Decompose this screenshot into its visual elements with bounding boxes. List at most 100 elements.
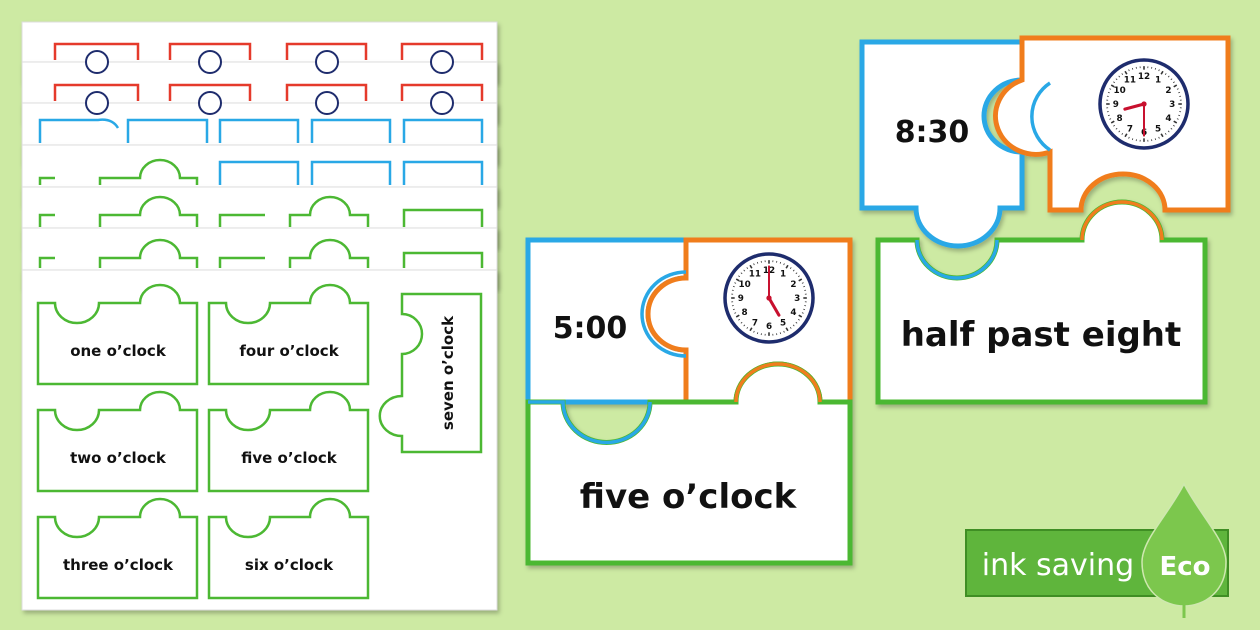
time-label-five: 5:00 bbox=[553, 311, 628, 346]
clock-tick bbox=[753, 330, 755, 333]
clock-numeral: 10 bbox=[1113, 86, 1125, 96]
time-piece-blue-2 bbox=[859, 39, 1025, 249]
clock-numeral: 7 bbox=[752, 318, 758, 328]
clock-tick bbox=[789, 326, 792, 329]
clock-tick bbox=[1131, 138, 1134, 141]
clock-tick bbox=[798, 278, 803, 282]
clock-face-eight-thirty: 121234567891011 bbox=[1098, 58, 1190, 150]
clock-center bbox=[766, 295, 772, 301]
puzzle-five-oclock-inner bbox=[528, 270, 822, 445]
clock-tick bbox=[1110, 84, 1115, 88]
sheet-peek-mini-clocks bbox=[85, 50, 454, 115]
clock-tick bbox=[1167, 75, 1170, 78]
clock-tick bbox=[740, 321, 743, 324]
clock-tick bbox=[749, 264, 753, 269]
sheet-peek-green-rows bbox=[38, 158, 484, 268]
clock-tick bbox=[749, 327, 753, 332]
clock-tick bbox=[795, 321, 798, 324]
clock-tick bbox=[779, 261, 782, 264]
clock-tick bbox=[1115, 127, 1118, 130]
clock-tick bbox=[1172, 81, 1175, 84]
clock-tick bbox=[732, 308, 735, 311]
clock-tick bbox=[1176, 118, 1179, 120]
clock-tick bbox=[1110, 120, 1115, 124]
clock-tick bbox=[783, 263, 785, 266]
clock-numeral: 2 bbox=[1165, 86, 1171, 96]
clock-numeral: 1 bbox=[1155, 76, 1161, 86]
clock-numeral: 8 bbox=[1117, 114, 1123, 124]
clock-numeral: 3 bbox=[1169, 100, 1175, 110]
clock-tick bbox=[1128, 69, 1130, 72]
clock-tick bbox=[1158, 136, 1160, 139]
sheet-word-pieces bbox=[36, 283, 483, 600]
clock-numeral: 9 bbox=[738, 294, 744, 304]
clock-tick bbox=[1113, 124, 1116, 127]
hour-hand bbox=[1123, 102, 1146, 111]
clock-tick bbox=[1170, 78, 1173, 81]
word-label-half-past-eight: half past eight bbox=[901, 315, 1182, 355]
clock-tick bbox=[1178, 114, 1181, 117]
clock-tick bbox=[785, 327, 789, 332]
clock-tick bbox=[746, 267, 749, 270]
sheet-label-seven-oclock: seven o’clock bbox=[439, 315, 457, 430]
clock-face-five: 121234567891011 bbox=[723, 252, 815, 344]
clock-tick bbox=[1118, 130, 1121, 133]
clock-tick bbox=[1113, 81, 1116, 84]
clock-tick bbox=[792, 324, 795, 327]
clock-numeral: 5 bbox=[780, 318, 786, 328]
clock-numeral: 5 bbox=[1155, 124, 1161, 134]
clock-tick bbox=[738, 275, 741, 278]
clock-tick bbox=[803, 285, 806, 288]
clock-tick bbox=[779, 332, 782, 335]
sheet-label-two-oclock: two o’clock bbox=[70, 449, 167, 467]
sheet-label-one-oclock: one o’clock bbox=[70, 342, 167, 360]
clock-tick bbox=[1124, 133, 1128, 138]
clock-numeral: 9 bbox=[1113, 100, 1119, 110]
clock-tick bbox=[740, 272, 743, 275]
clock-tick bbox=[753, 263, 755, 266]
clock-tick bbox=[1107, 114, 1110, 117]
clock-tick bbox=[1170, 127, 1173, 130]
ink-saving-label: ink saving bbox=[982, 548, 1134, 583]
clock-tick bbox=[1115, 78, 1118, 81]
sheet-label-four-oclock: four o’clock bbox=[239, 342, 339, 360]
clock-tick bbox=[801, 312, 804, 314]
sheet-label-five-oclock: five o’clock bbox=[241, 449, 338, 467]
eco-label: Eco bbox=[1159, 552, 1210, 582]
clock-numeral: 11 bbox=[1124, 76, 1136, 86]
clock-tick bbox=[1158, 69, 1160, 72]
clock-tick bbox=[1160, 70, 1164, 75]
ink-saving-badge: ink saving Eco bbox=[965, 482, 1229, 618]
clock-tick bbox=[1154, 67, 1157, 70]
clock-tick bbox=[756, 332, 759, 335]
clock-tick bbox=[735, 314, 740, 318]
clock-numeral: 2 bbox=[790, 280, 796, 290]
clock-tick bbox=[1109, 88, 1112, 90]
clock-tick bbox=[732, 285, 735, 288]
clock-numeral: 6 bbox=[766, 322, 772, 332]
clock-tick bbox=[1167, 130, 1170, 133]
word-label-five-oclock: five o’clock bbox=[580, 477, 798, 517]
clock-tick bbox=[743, 269, 746, 272]
clock-numeral: 7 bbox=[1127, 124, 1133, 134]
clock-tick bbox=[801, 282, 804, 284]
clock-numeral: 3 bbox=[794, 294, 800, 304]
clock-tick bbox=[1176, 88, 1179, 90]
clock-tick bbox=[1109, 118, 1112, 120]
clock-tick bbox=[1172, 124, 1175, 127]
sheet-label-six-oclock: six o’clock bbox=[245, 556, 334, 574]
clock-tick bbox=[1164, 73, 1167, 76]
clock-numeral: 4 bbox=[1165, 114, 1171, 124]
sheet-label-three-oclock: three o’clock bbox=[63, 556, 174, 574]
clock-tick bbox=[1160, 133, 1164, 138]
clock-tick bbox=[792, 269, 795, 272]
leaf-icon bbox=[1141, 482, 1227, 607]
clock-tick bbox=[1121, 132, 1124, 135]
puzzle-half-past-eight-inner bbox=[915, 81, 1164, 280]
clock-tick bbox=[1107, 91, 1110, 94]
clock-tick bbox=[756, 261, 759, 264]
clock-tick bbox=[795, 272, 798, 275]
clock-numeral: 11 bbox=[749, 270, 761, 280]
clock-tick bbox=[798, 314, 803, 318]
clock-tick bbox=[1173, 84, 1178, 88]
